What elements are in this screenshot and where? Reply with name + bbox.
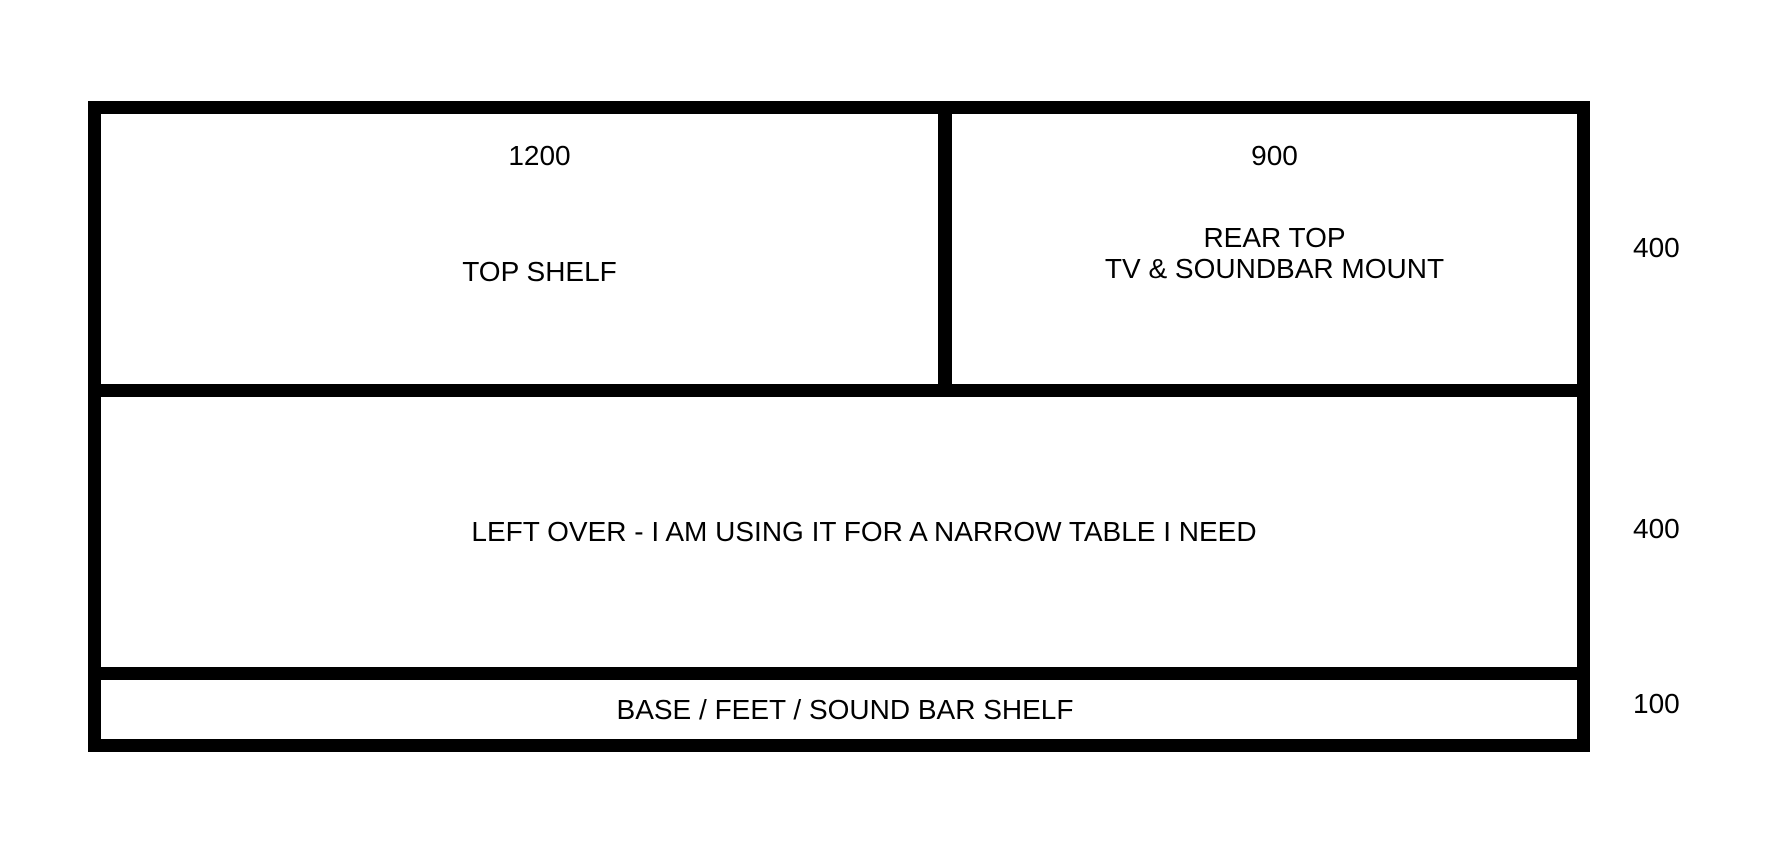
section-top-shelf: 1200 TOP SHELF xyxy=(101,114,938,384)
height-label-middle-row: 400 xyxy=(1633,513,1680,544)
height-label-top-row: 400 xyxy=(1633,232,1680,263)
top-row: 1200 TOP SHELF 900 REAR TOP TV & SOUNDBA… xyxy=(101,114,1577,384)
base-name-label: BASE / FEET / SOUND BAR SHELF xyxy=(616,693,1074,725)
top-shelf-name-label: TOP SHELF xyxy=(462,256,617,287)
rear-top-name-line-2: TV & SOUNDBAR MOUNT xyxy=(1104,253,1445,284)
left-over-name-label: LEFT OVER - I AM USING IT FOR A NARROW T… xyxy=(471,516,1257,547)
height-label-bottom-row: 100 xyxy=(1633,688,1680,719)
horizontal-cut-line-2 xyxy=(101,667,1577,680)
section-rear-top: 900 REAR TOP TV & SOUNDBAR MOUNT xyxy=(952,114,1577,384)
horizontal-cut-line-1 xyxy=(101,384,1577,397)
rear-top-width-label: 900 xyxy=(1251,140,1298,171)
section-base: BASE / FEET / SOUND BAR SHELF xyxy=(101,680,1577,739)
rear-top-name-line-1: REAR TOP xyxy=(1203,222,1346,253)
section-left-over: LEFT OVER - I AM USING IT FOR A NARROW T… xyxy=(101,397,1577,667)
sheet-outline: 1200 TOP SHELF 900 REAR TOP TV & SOUNDBA… xyxy=(88,101,1590,752)
top-shelf-width-label: 1200 xyxy=(508,140,571,171)
rear-top-name-label: REAR TOP TV & SOUNDBAR MOUNT xyxy=(962,222,1587,284)
vertical-cut-line xyxy=(938,114,952,384)
